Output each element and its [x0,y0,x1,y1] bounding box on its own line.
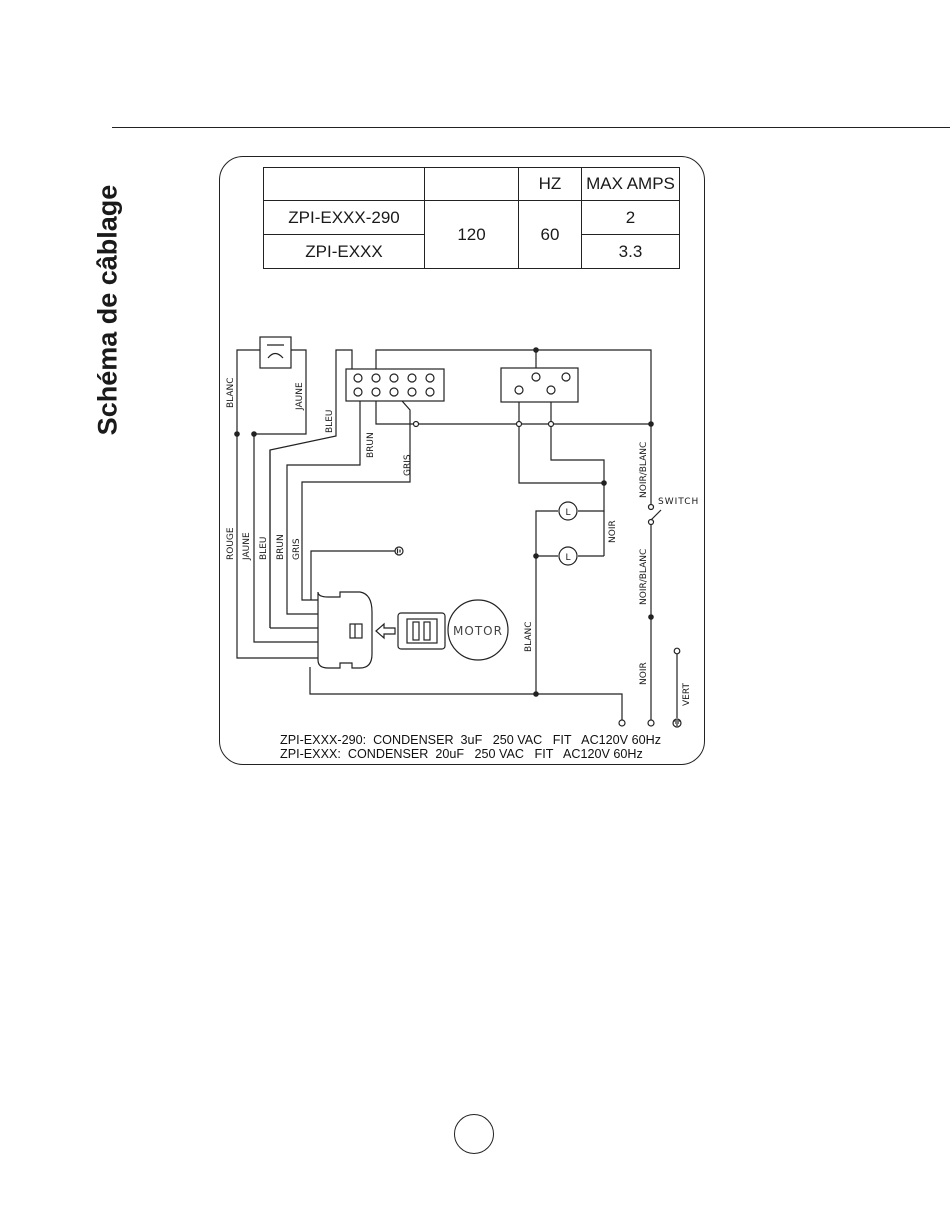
label-gris-top: GRIS [403,454,413,476]
supply-terminal-vert-top [674,648,680,654]
wire-lamp-return [536,511,558,694]
label-brun: BRUN [276,534,286,560]
label-rouge: ROUGE [226,527,236,560]
supply-terminal-neutral [619,720,625,726]
junction-dot [601,480,607,486]
junction-dot [234,431,240,437]
label-bleu: BLEU [259,537,269,560]
wire-neutral [310,667,622,720]
lamp-label: L [565,508,570,518]
label-bleu-top: BLEU [325,410,335,433]
wire-crossing [549,422,554,427]
lamp-label: L [565,553,570,563]
lamp-terminal-block [501,368,578,402]
label-noir-blanc-lower: NOIR/BLANC [639,549,649,605]
supply-terminal-line [648,720,654,726]
junction-dot [251,431,257,437]
wire-crossing [414,422,419,427]
wire-jaune-outer [254,350,318,642]
label-noir-lamp: NOIR [608,520,618,543]
wire-brun [287,393,360,614]
control-terminal-block [346,369,444,401]
thermal-device [260,337,291,368]
label-jaune-top: JAUNE [295,382,305,411]
lamp-upper: L [559,502,577,520]
supply-terminals [619,648,681,727]
note-line: ZPI-EXXX-290: CONDENSER 3uF 250 VAC FIT … [280,733,661,747]
label-blanc-top: BLANC [226,377,236,408]
motor-plug-icon [398,613,445,649]
lamp-lower: L [559,547,577,565]
label-noir-supply: NOIR [639,662,649,685]
page-number-circle [454,1114,494,1154]
wire-crossing [517,422,522,427]
label-jaune: JAUNE [242,532,252,561]
note-line: ZPI-EXXX: CONDENSER 20uF 250 VAC FIT AC1… [280,747,661,761]
arrow-icon [376,624,395,638]
label-blanc-lamp: BLANC [524,621,534,652]
junction-dot [533,347,539,353]
switch-label: SWITCH [658,497,699,507]
label-gris: GRIS [292,538,302,560]
motor-connector [318,592,372,668]
wire-lamp-feed-a [519,393,604,511]
label-noir-blanc-upper: NOIR/BLANC [639,442,649,498]
switch-icon: SWITCH [649,497,700,525]
junction-dot [533,553,539,559]
motor-label: MOTOR [453,624,503,638]
wire-labels: BLANC JAUNE BLEU BRUN GRIS ROUGE JAUNE B… [226,377,692,706]
ground-icon [395,547,403,555]
ground-icon [673,719,681,727]
junction-dot [648,614,654,620]
label-brun-top: BRUN [366,432,376,458]
junction-dot [648,421,654,427]
motor: MOTOR [448,600,508,660]
wire-lamp-feed-b [551,393,604,483]
condenser-notes: ZPI-EXXX-290: CONDENSER 3uF 250 VAC FIT … [280,733,661,761]
label-vert: VERT [682,683,692,706]
junction-dot [533,691,539,697]
